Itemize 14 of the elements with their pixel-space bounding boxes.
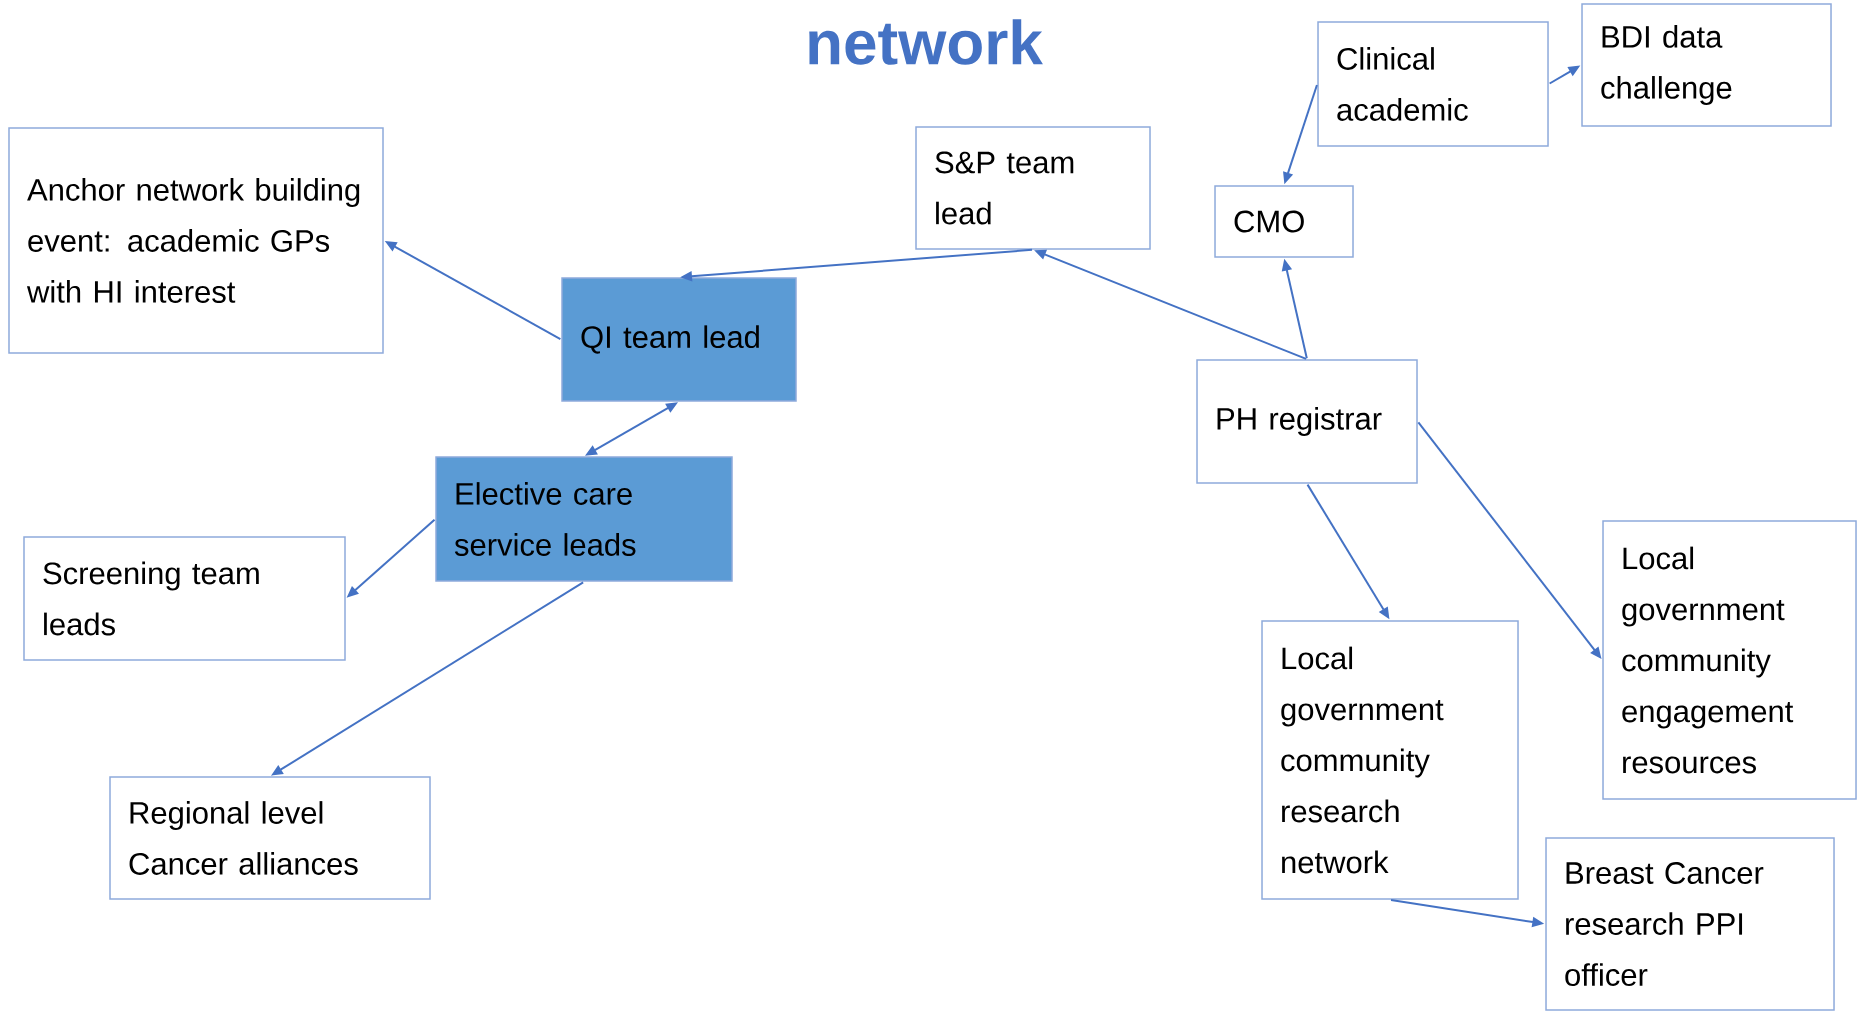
filled-box: Elective care service leads bbox=[435, 456, 733, 582]
text-box: PH registrar bbox=[1196, 359, 1418, 484]
text-box: Screening team leads bbox=[23, 536, 346, 661]
text-box: Local government community research network bbox=[1261, 620, 1519, 900]
text-box: BDI data challenge bbox=[1581, 3, 1832, 127]
text-box: Regional level Cancer alliances bbox=[109, 776, 431, 900]
text-box: CMO bbox=[1214, 185, 1354, 258]
text-box: Clinical academic bbox=[1317, 21, 1549, 147]
title: network bbox=[809, 19, 1043, 65]
filled-box: QI team lead bbox=[561, 277, 797, 402]
text-box: Anchor network building event: academic GPs with HI interest bbox=[8, 127, 384, 354]
text-box: Breast Cancer research PPI officer bbox=[1545, 837, 1835, 1011]
text-box: S&P team lead bbox=[915, 126, 1151, 250]
text-box: Local government community engagement resources bbox=[1602, 520, 1857, 800]
